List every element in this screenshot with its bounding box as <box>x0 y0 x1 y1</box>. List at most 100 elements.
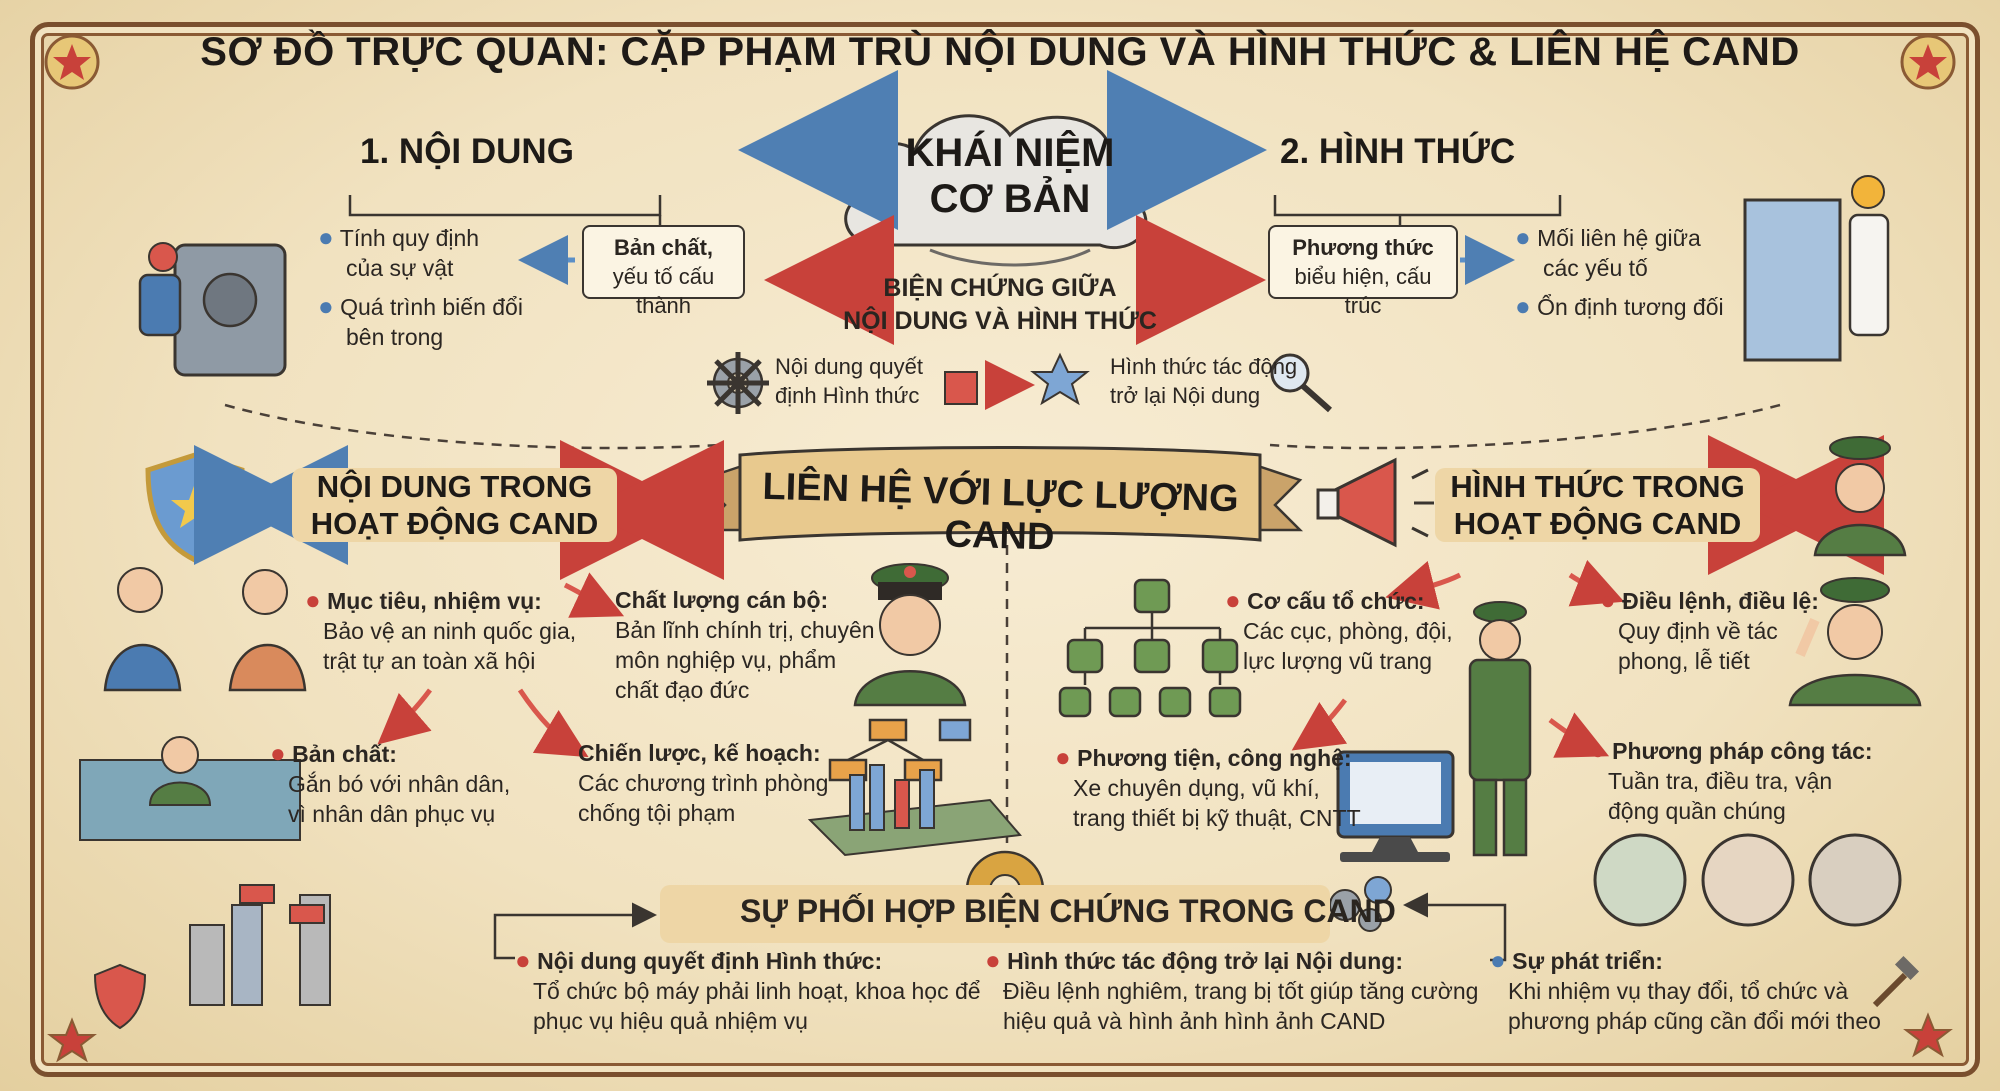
item-heading: Hình thức tác động trở lại Nội dung: <box>1007 948 1403 974</box>
magnifier-icon <box>1270 353 1332 413</box>
content-bullets: ● Tính quy định của sự vật ● Quá trình b… <box>318 222 523 350</box>
item-heading: Điều lệnh, điều lệ: <box>1622 588 1819 614</box>
item-heading: Phương tiện, công nghệ: <box>1077 745 1352 771</box>
item-heading: Nội dung quyết định Hình thức: <box>537 948 883 974</box>
shield-icon <box>145 452 245 563</box>
item-line: Xe chuyên dụng, vũ khí, <box>1073 775 1320 801</box>
people-handshake-icon <box>103 567 307 692</box>
dialectic-right-line1: Hình thức tác động <box>1110 354 1298 379</box>
content-bullet-text: của sự vật <box>346 255 454 281</box>
item-line: hiệu quả và hình ảnh hình ảnh CAND <box>1003 1008 1386 1034</box>
item-line: Quy định về tác <box>1618 618 1778 644</box>
gear-icon <box>707 352 769 414</box>
megaphone-icon <box>1316 457 1434 548</box>
star-icon <box>47 1017 97 1063</box>
content-bullet-text: Quá trình biến đổi <box>340 294 523 320</box>
form-cand-title-line1: HÌNH THỨC TRONG <box>1450 469 1745 504</box>
content-cand-item: Chất lượng cán bộ: Bản lĩnh chính trị, c… <box>615 585 875 705</box>
item-line: Gắn bó với nhân dân, <box>288 771 511 797</box>
banner-label: LIÊN HỆ VỚI LỰC LƯỢNG CAND <box>761 465 1240 559</box>
item-line: Tuần tra, điều tra, vận <box>1608 768 1833 794</box>
content-cand-item: ● Mục tiêu, nhiệm vụ: Bảo vệ an ninh quố… <box>305 585 577 674</box>
dialectic-right-text: Hình thức tác động trở lại Nội dung <box>1110 352 1297 410</box>
coordination-item: ● Hình thức tác động trở lại Nội dung: Đ… <box>985 945 1479 1034</box>
coordination-bar <box>660 885 1330 943</box>
item-line: động quần chúng <box>1608 798 1786 824</box>
content-box-line1: Bản chất, <box>613 235 714 260</box>
form-heading: 2. HÌNH THỨC <box>1280 132 1516 171</box>
item-line: Tổ chức bộ máy phải linh hoạt, khoa học … <box>533 978 981 1004</box>
patrol-scene-icon <box>1593 833 1902 927</box>
gear-icon <box>1329 876 1392 932</box>
form-cand-item: ● Điều lệnh, điều lệ: Quy định về tác ph… <box>1600 585 1819 674</box>
item-line: lực lượng vũ trang <box>1243 648 1433 674</box>
form-bullet-text: Mối liên hệ giữa <box>1537 225 1701 251</box>
dialectic-left-line1: Nội dung quyết <box>775 354 923 379</box>
item-line: phương pháp cũng cần đổi mới theo <box>1508 1008 1881 1034</box>
item-line: trang thiết bị kỹ thuật, CNTT <box>1073 805 1361 831</box>
dialectic-line1: BIỆN CHỨNG GIỮA <box>883 274 1117 302</box>
dialectic-title: BIỆN CHỨNG GIỮA NỘI DUNG VÀ HÌNH THỨC <box>820 272 1180 338</box>
flowchart-icon <box>828 718 972 782</box>
form-cand-title-line2: HOẠT ĐỘNG CAND <box>1453 506 1742 541</box>
item-line: Bản lĩnh chính trị, chuyên <box>615 617 875 643</box>
content-cand-item: Chiến lược, kế hoạch: Các chương trình p… <box>578 738 828 828</box>
worker-machine-icon <box>138 242 287 377</box>
coordination-title: SỰ PHỐI HỢP BIỆN CHỨNG TRONG CAND <box>740 893 1396 929</box>
content-cand-item: ● Bản chất: Gắn bó với nhân dân, vì nhân… <box>270 738 511 827</box>
cube-icon <box>944 371 978 405</box>
hammer-icon <box>1872 955 1920 1008</box>
form-bullet-text: các yếu tố <box>1543 255 1648 281</box>
concept-line1: KHÁI NIỆM <box>905 131 1115 175</box>
item-line: Điều lệnh nghiêm, trang bị tốt giúp tăng… <box>1003 978 1479 1004</box>
item-heading: Phương pháp công tác: <box>1612 738 1873 764</box>
star-icon <box>1900 34 1956 90</box>
item-heading: Sự phát triển: <box>1512 948 1663 974</box>
content-cand-title: NỘI DUNG TRONG HOẠT ĐỘNG CAND <box>292 468 617 542</box>
police-officer-icon <box>853 563 967 707</box>
content-cand-title-line2: HOẠT ĐỘNG CAND <box>310 506 599 541</box>
item-heading: Mục tiêu, nhiệm vụ: <box>327 588 542 614</box>
form-cand-title: HÌNH THỨC TRONG HOẠT ĐỘNG CAND <box>1435 468 1760 542</box>
item-line: phong, lễ tiết <box>1618 648 1750 674</box>
item-line: phục vụ hiệu quả nhiệm vụ <box>533 1008 808 1034</box>
form-cand-item: ● Phương tiện, công nghệ: Xe chuyên dụng… <box>1055 742 1361 831</box>
item-heading: Bản chất: <box>292 741 397 767</box>
parchment-frame <box>30 22 1980 1077</box>
item-line: Bảo vệ an ninh quốc gia, <box>323 618 577 644</box>
item-line: chống tội phạm <box>578 800 736 826</box>
item-heading: Chiến lược, kế hoạch: <box>578 740 821 766</box>
item-line: trật tự an toàn xã hội <box>323 648 536 674</box>
form-cand-item: ● Cơ cấu tổ chức: Các cục, phòng, đội, l… <box>1225 585 1453 674</box>
item-line: chất đạo đức <box>615 677 750 703</box>
concept-label: KHÁI NIỆM CƠ BẢN <box>880 130 1140 222</box>
saluting-officer-icon <box>1788 577 1922 707</box>
computer-icon <box>1336 750 1455 862</box>
item-line: môn nghiệp vụ, phẩm <box>615 647 837 673</box>
dialectic-line2: NỘI DUNG VÀ HÌNH THỨC <box>843 307 1157 335</box>
dialectic-left-text: Nội dung quyết định Hình thức <box>775 352 923 410</box>
item-line: Các chương trình phòng <box>578 770 829 796</box>
content-box-line2: yếu tố cấu thành <box>612 264 715 318</box>
item-heading: Cơ cấu tổ chức: <box>1247 588 1425 614</box>
star-shape-icon <box>1030 352 1090 406</box>
item-line: vì nhân dân phục vụ <box>288 801 496 827</box>
coordination-item: ● Nội dung quyết định Hình thức: Tổ chức… <box>515 945 981 1034</box>
city-icon <box>807 764 1022 857</box>
engineer-building-icon <box>1743 175 1890 362</box>
city-flowchart-icon <box>189 884 331 1006</box>
content-bullet-text: bên trong <box>346 324 444 350</box>
content-essence-box: Bản chất, yếu tố cấu thành <box>582 225 745 318</box>
concept-line2: CƠ BẢN <box>929 177 1091 221</box>
police-officer-icon <box>1813 436 1907 557</box>
form-method-box: Phương thức biểu hiện, cấu trúc <box>1268 225 1458 318</box>
star-icon <box>44 34 100 90</box>
form-bullets: ● Mối liên hệ giữa các yếu tố ● Ổn định … <box>1515 222 1724 321</box>
form-bullet-text: Ổn định tương đối <box>1537 294 1724 320</box>
content-cand-title-line1: NỘI DUNG TRONG <box>316 469 593 504</box>
item-line: Khi nhiệm vụ thay đổi, tổ chức và <box>1508 978 1849 1004</box>
page-title: SƠ ĐỒ TRỰC QUAN: CẶP PHẠM TRÙ NỘI DUNG V… <box>200 30 1800 74</box>
standing-officer-icon <box>1468 601 1532 857</box>
form-cand-item: ● Phương pháp công tác: Tuần tra, điều t… <box>1590 735 1873 824</box>
